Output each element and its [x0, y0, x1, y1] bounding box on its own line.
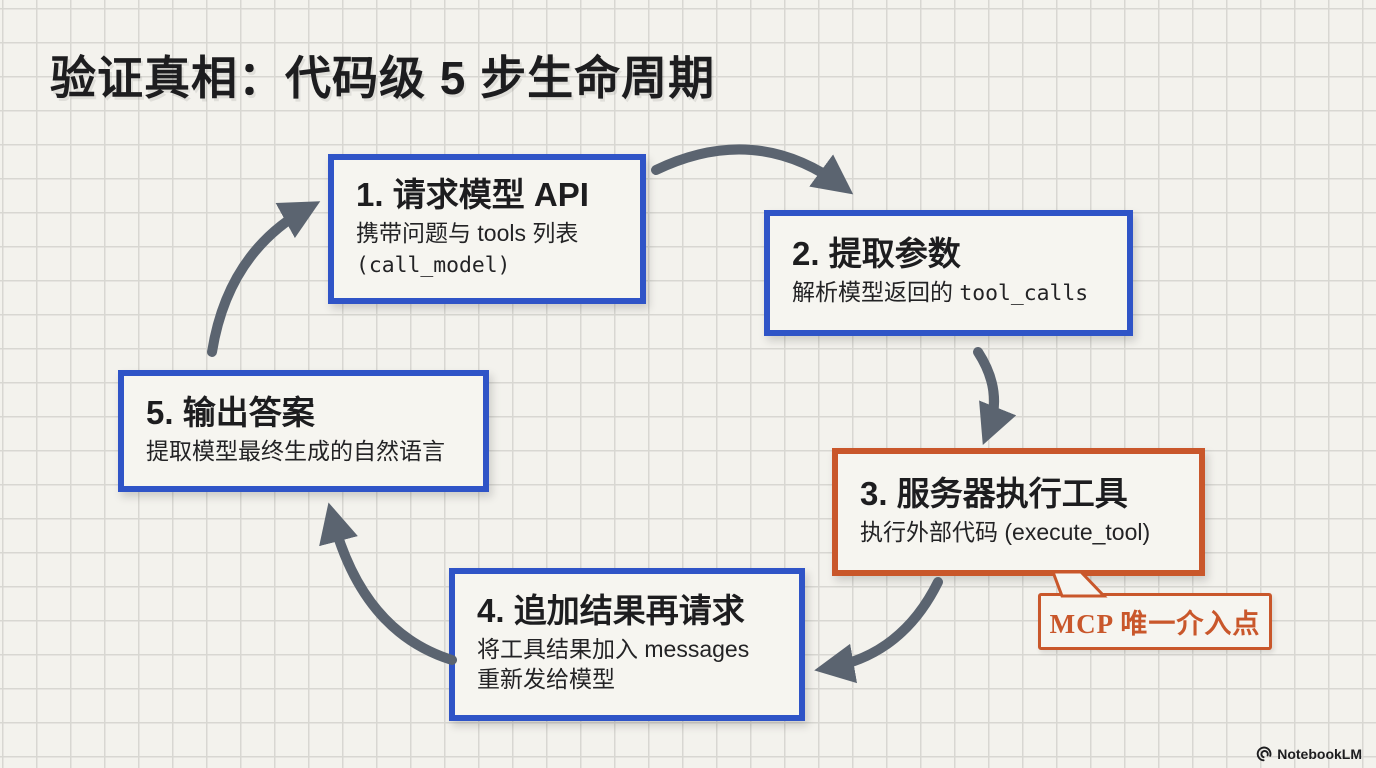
step-3-title: 3. 服务器执行工具	[860, 474, 1128, 512]
step-2-box: 2. 提取参数 解析模型返回的 tool_calls	[764, 210, 1133, 336]
arrow-step1-to-step2	[651, 144, 854, 195]
brand-label: NotebookLM	[1277, 746, 1362, 762]
step-3-desc: 执行外部代码 (execute_tool)	[860, 518, 1151, 545]
arrow-step2-to-step3	[973, 347, 1017, 446]
page-title: 验证真相：代码级 5 步生命周期	[50, 52, 716, 104]
arrow-step4-to-step5	[319, 502, 457, 665]
step-1-title: 1. 请求模型 API	[356, 176, 589, 214]
step-4-title: 4. 追加结果再请求	[477, 592, 745, 630]
arrow-step5-to-step1	[207, 201, 321, 357]
arrow-step3-to-step4	[814, 577, 943, 684]
step-3-box: 3. 服务器执行工具 执行外部代码 (execute_tool)	[832, 448, 1205, 576]
step-1-box: 1. 请求模型 API 携带问题与 tools 列表(call_model)	[328, 154, 646, 304]
step-5-box: 5. 输出答案 提取模型最终生成的自然语言	[118, 370, 489, 492]
step-2-desc: 解析模型返回的 tool_calls	[792, 279, 1089, 307]
brand-footer: NotebookLM	[1256, 746, 1362, 762]
mcp-callout: MCP 唯一介入点	[1038, 593, 1272, 650]
step-5-title: 5. 输出答案	[146, 393, 315, 431]
step-1-desc: 携带问题与 tools 列表(call_model)	[356, 220, 579, 278]
mcp-callout-label: MCP 唯一介入点	[1049, 609, 1261, 639]
step-2-title: 2. 提取参数	[792, 235, 961, 273]
step-5-desc: 提取模型最终生成的自然语言	[146, 437, 445, 464]
notebooklm-logo-icon	[1256, 746, 1272, 762]
